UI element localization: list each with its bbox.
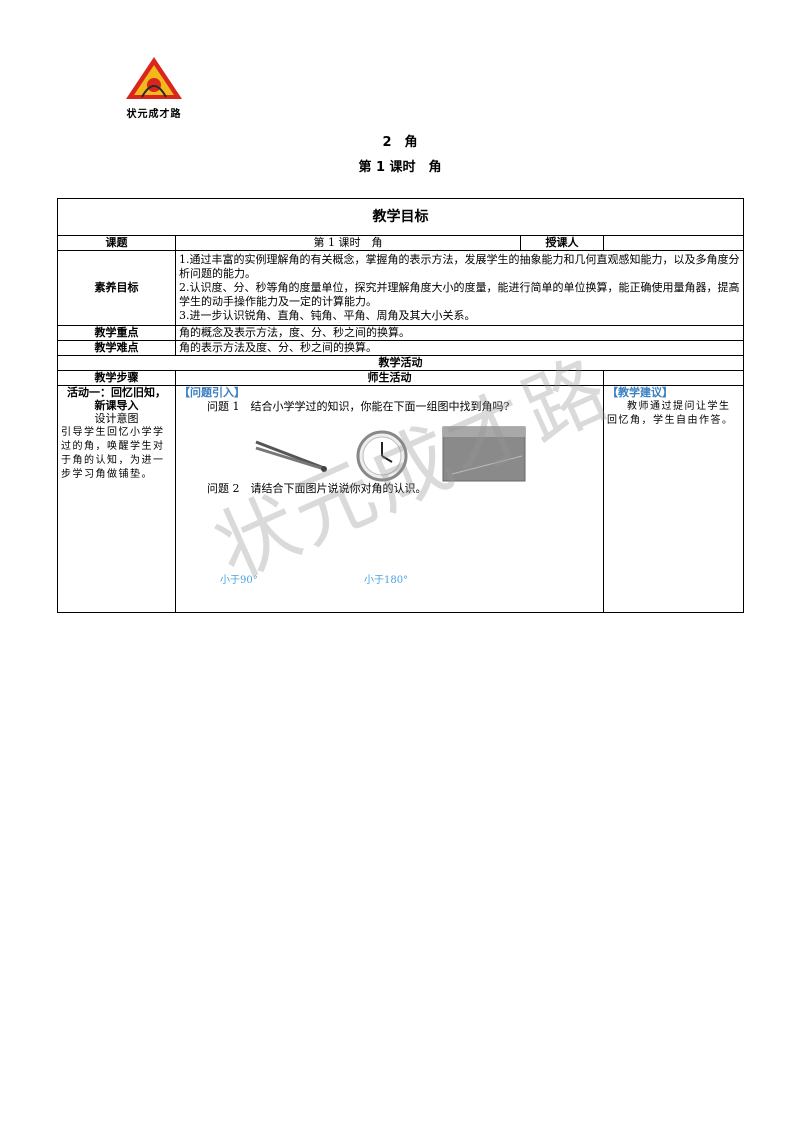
tongs-icon [255,440,327,472]
question-2: 问题 2 请结合下面图片说说你对角的认识。 [207,482,427,495]
teacher-label: 授课人 [520,235,604,251]
logo-text: 状元成才路 [126,109,182,120]
clock-icon [356,430,408,482]
question-1: 问题 1 结合小学学过的知识，你能在下面一组图中找到角吗? [207,400,510,413]
page-subtitle: 第 1 课时 角 [358,160,442,175]
key-point-value: 角的概念及表示方法，度、分、秒之间的换算。 [175,325,744,341]
literacy-goals: 1.通过丰富的实例理解角的有关概念，掌握角的表示方法，发展学生的抽象能力和几何直… [175,250,744,326]
activity1-step: 活动一：回忆旧知，新课导入 设计意图 引导学生回忆小学学过的角，唤醒学生对于角的… [57,385,176,613]
teacher-value [603,235,744,251]
section-title: 教学目标 [57,198,744,236]
intro-tag: 【问题引入】 [179,386,245,399]
angle-label-obtuse: 小于180° [364,575,409,586]
suggest-tag: 【教学建议】 [607,386,673,399]
literacy-item: 1.通过丰富的实例理解角的有关概念，掌握角的表示方法，发展学生的抽象能力和几何直… [179,253,740,280]
design-intent-text: 引导学生回忆小学学过的角，唤醒学生对于角的认知，为进一步学习角做铺垫。 [61,427,165,480]
activity-title: 教学活动 [57,355,744,371]
folder-icon [442,426,526,482]
topic-label: 课题 [57,235,176,251]
blank-cell [603,370,744,386]
literacy-label: 素养目标 [57,250,176,326]
page-title: 2 角 [382,135,418,150]
teacher-student-label: 师生活动 [175,370,604,386]
steps-label: 教学步骤 [57,370,176,386]
difficulty-label: 教学难点 [57,340,176,356]
literacy-item: 2.认识度、分、秒等角的度量单位，探究并理解角度大小的度量，能进行简单的单位换算… [179,281,740,308]
topic-value: 第 1 课时 角 [175,235,521,251]
logo: 状元成才路 [122,55,186,125]
activity1-content: 【问题引入】 问题 1 结合小学学过的知识，你能在下面一组图中找到角吗? 问题 … [175,385,604,613]
lesson-plan-table: 教学目标 课题 第 1 课时 角 授课人 素养目标 1.通过丰富的实例理解角的有… [57,198,744,613]
design-intent-label: 设计意图 [94,412,139,425]
activity1-title: 活动一：回忆旧知，新课导入 [67,386,166,412]
literacy-item: 3.进一步认识锐角、直角、钝角、平角、周角及其大小关系。 [179,309,476,322]
difficulty-value: 角的表示方法及度、分、秒之间的换算。 [175,340,744,356]
logo-emblem-icon [126,57,182,99]
suggest-text: 教师通过提问让学生回忆角，学生自由作答。 [607,401,734,426]
angle-label-acute: 小于90° [220,575,258,586]
key-point-label: 教学重点 [57,325,176,341]
teaching-suggestion-cell: 【教学建议】 教师通过提问让学生回忆角，学生自由作答。 [603,385,744,613]
